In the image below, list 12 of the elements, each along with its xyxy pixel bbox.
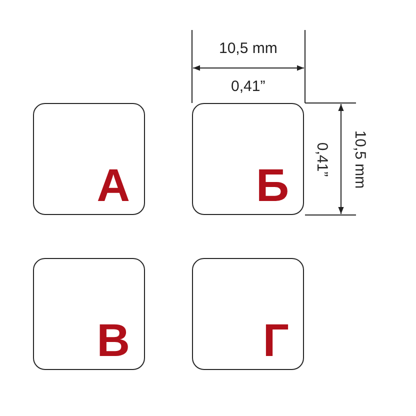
key-letter: А bbox=[96, 162, 130, 208]
sticker-key bbox=[33, 103, 145, 215]
dimension-label: 10,5 mm bbox=[352, 130, 368, 188]
dimension-label: 10,5 mm bbox=[219, 40, 278, 56]
key-letter: Б bbox=[256, 162, 289, 208]
dimension-label: 0,41” bbox=[231, 78, 266, 94]
key-letter: Г bbox=[262, 317, 289, 363]
dimension-label: 0,41” bbox=[314, 142, 330, 176]
sticker-key bbox=[33, 258, 145, 370]
key-letter: В bbox=[96, 317, 130, 363]
sticker-key bbox=[192, 258, 304, 370]
sticker-key bbox=[192, 103, 304, 215]
